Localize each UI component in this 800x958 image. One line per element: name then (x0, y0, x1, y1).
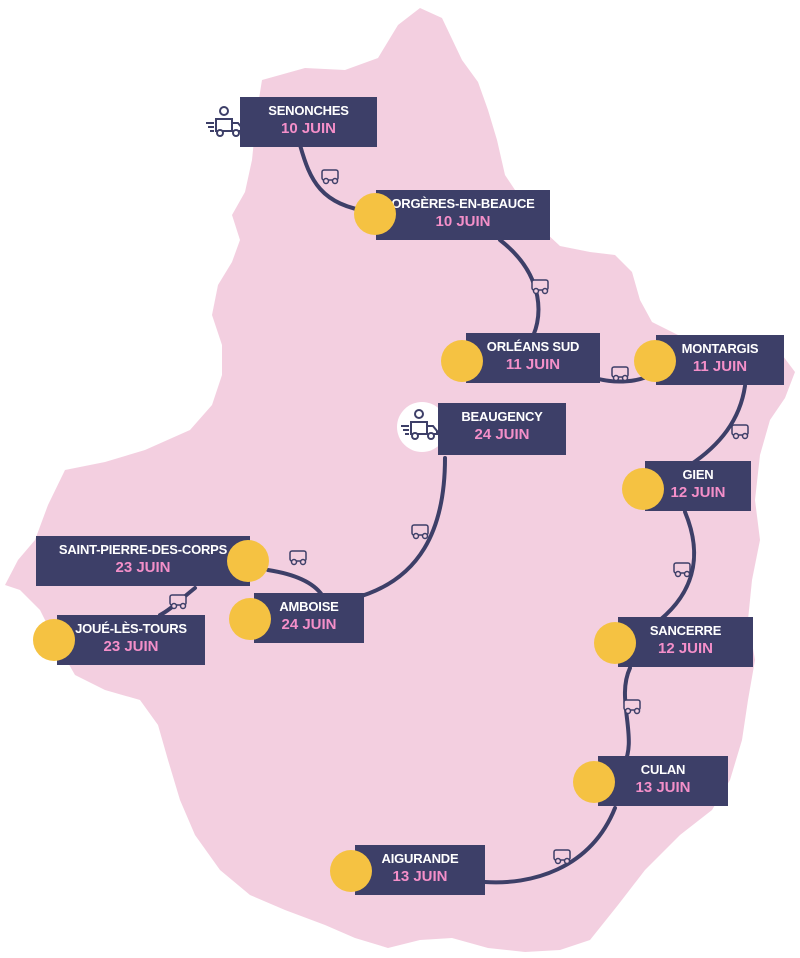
stop-sancerre: SANCERRE 12 JUIN (618, 617, 753, 667)
stop-date: 24 JUIN (474, 426, 530, 443)
stop-date: 12 JUIN (657, 640, 714, 657)
stop-montargis: MONTARGIS 11 JUIN (656, 335, 784, 385)
stop-dot (622, 468, 664, 510)
stop-name: ORGÈRES-EN-BEAUCE (391, 196, 535, 211)
stop-name: BEAUGENCY (461, 409, 543, 424)
stop-name: SAINT-PIERRE-DES-CORPS (58, 542, 228, 557)
stop-saint-pierre-des-corps: SAINT-PIERRE-DES-CORPS 23 JUIN (36, 536, 250, 586)
stop-date: 10 JUIN (280, 120, 337, 137)
truck-icon (321, 169, 339, 185)
stop-name: ORLÉANS SUD (486, 339, 580, 354)
stop-name: MONTARGIS (681, 341, 759, 356)
truck-icon (289, 550, 307, 566)
truck-icon (531, 279, 549, 295)
stop-name: GIEN (682, 467, 714, 482)
stop-dot (573, 761, 615, 803)
stop-name: AIGURANDE (381, 851, 459, 866)
stop-dot (33, 619, 75, 661)
stop-orgeres-en-beauce: ORGÈRES-EN-BEAUCE 10 JUIN (376, 190, 550, 240)
stop-dot (229, 598, 271, 640)
truck-icon (673, 562, 691, 578)
stop-culan: CULAN 13 JUIN (598, 756, 728, 806)
truck-icon (553, 849, 571, 865)
stop-name: SANCERRE (649, 623, 722, 638)
stop-dot (354, 193, 396, 235)
stop-dot (441, 340, 483, 382)
route-segment (688, 384, 747, 467)
stop-date: 10 JUIN (435, 213, 491, 230)
route-segment (266, 568, 324, 597)
stop-date: 23 JUIN (103, 638, 159, 655)
truck-icon (731, 424, 749, 440)
stop-senonches: SENONCHES 10 JUIN (240, 97, 377, 147)
stop-dot (330, 850, 372, 892)
stop-date: 12 JUIN (670, 484, 726, 501)
stop-date: 11 JUIN (692, 358, 748, 375)
region-shape (5, 8, 795, 952)
stop-name: JOUÉ-LÈS-TOURS (75, 621, 187, 636)
truck-icon (623, 699, 641, 715)
stop-date: 11 JUIN (505, 356, 561, 373)
stop-date: 13 JUIN (635, 779, 691, 796)
stop-amboise: AMBOISE 24 JUIN (254, 593, 364, 643)
route-segment (658, 510, 697, 622)
truck-icon (611, 366, 629, 382)
stop-name: SENONCHES (268, 103, 349, 118)
stop-dot (227, 540, 269, 582)
stop-orleans-sud: ORLÉANS SUD 11 JUIN (466, 333, 600, 383)
stop-joue-les-tours: JOUÉ-LÈS-TOURS 23 JUIN (57, 615, 205, 665)
stop-name: AMBOISE (279, 599, 339, 614)
stop-name: CULAN (640, 762, 686, 777)
truck-icon (169, 594, 187, 610)
stop-date: 13 JUIN (392, 868, 448, 885)
route-segment (353, 456, 447, 600)
stop-beaugency: BEAUGENCY 24 JUIN (438, 403, 566, 455)
truck-icon (411, 524, 429, 540)
stop-aigurande: AIGURANDE 13 JUIN (355, 845, 485, 895)
route-segment (483, 806, 617, 885)
stop-date: 23 JUIN (115, 559, 171, 576)
stop-date: 24 JUIN (281, 616, 337, 633)
stop-dot (594, 622, 636, 664)
stop-dot (634, 340, 676, 382)
